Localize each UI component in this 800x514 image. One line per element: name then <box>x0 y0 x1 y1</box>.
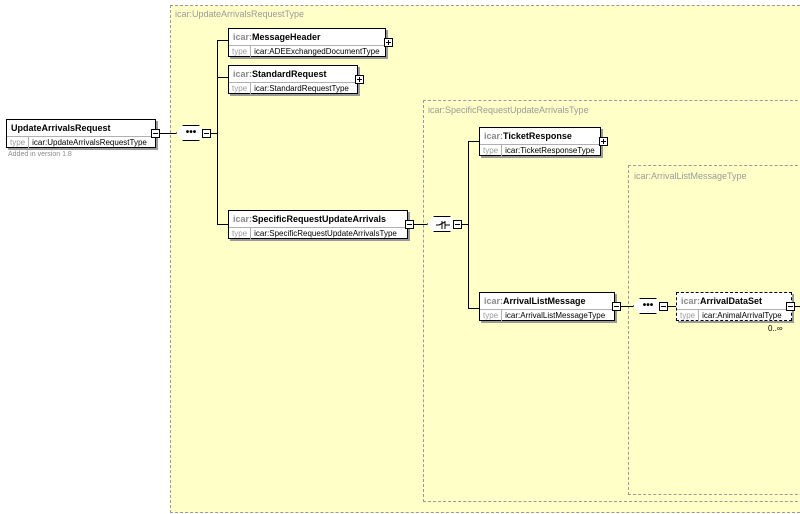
choice-switch-icon <box>436 221 450 229</box>
region-title-arrival-list-message-type: icar:ArrivalListMessageType <box>634 171 747 181</box>
connector <box>621 306 633 307</box>
region-arrival-list-message-type <box>628 165 800 495</box>
collapse-button-icon[interactable] <box>659 302 668 311</box>
collapse-button-icon[interactable] <box>202 129 211 138</box>
connector <box>217 77 228 78</box>
expand-button-icon[interactable] <box>599 137 608 146</box>
connector <box>462 224 468 225</box>
sequence-compositor-icon: ••• <box>176 125 206 141</box>
type-label: type <box>480 145 503 157</box>
type-label: type <box>229 228 252 240</box>
element-name: icar:ArrivalDataSet <box>677 293 791 310</box>
element-name: icar:StandardRequest <box>229 66 357 83</box>
root-element-type: icar:UpdateArrivalsRequestType <box>32 138 147 147</box>
connector <box>414 224 427 225</box>
collapse-button-icon[interactable] <box>612 302 621 311</box>
type-label: type <box>480 310 503 322</box>
connector <box>795 306 800 307</box>
connector <box>668 306 676 307</box>
type-label: type <box>229 46 252 58</box>
type-label: type <box>229 83 252 95</box>
collapse-button-icon[interactable] <box>786 302 795 311</box>
element-name: icar:TicketResponse <box>480 128 600 145</box>
expand-button-icon[interactable] <box>355 75 364 84</box>
collapse-button-icon[interactable] <box>151 129 160 138</box>
connector <box>468 308 479 309</box>
connector <box>217 40 218 225</box>
collapse-button-icon[interactable] <box>405 220 414 229</box>
expand-button-icon[interactable] <box>384 38 393 47</box>
connector <box>217 224 228 225</box>
version-note: Added in version 1.8 <box>8 151 72 158</box>
region-title-update-arrivals-request-type: icar:UpdateArrivalsRequestType <box>175 9 305 19</box>
occurrence-label: 0..∞ <box>768 324 783 333</box>
collapse-button-icon[interactable] <box>453 220 462 229</box>
connector <box>211 133 217 134</box>
type-label: type <box>677 310 700 322</box>
connector <box>468 141 469 309</box>
region-title-specific-request-type: icar:SpecificRequestUpdateArrivalsType <box>428 105 589 115</box>
connector <box>217 40 228 41</box>
element-name: icar:MessageHeader <box>229 29 385 46</box>
type-label: type <box>7 137 30 149</box>
connector <box>160 133 176 134</box>
root-element-name: UpdateArrivalsRequest <box>7 120 155 137</box>
choice-compositor-icon <box>427 216 457 232</box>
element-name: icar:SpecificRequestUpdateArrivals <box>229 211 407 228</box>
element-name: icar:ArrivalListMessage <box>480 293 614 310</box>
connector <box>468 141 479 142</box>
